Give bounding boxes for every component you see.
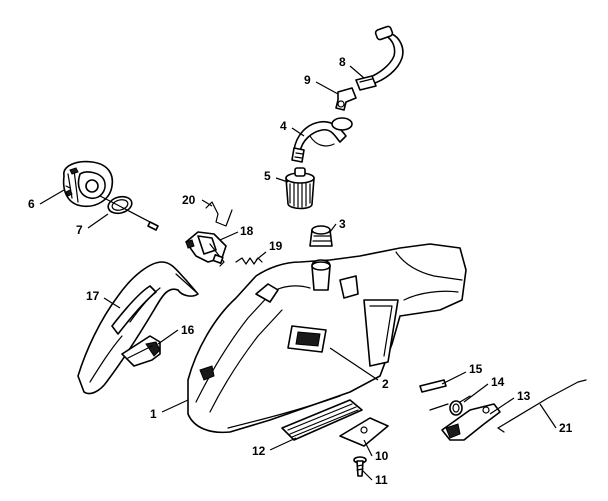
part-16-lever-piece <box>121 335 161 367</box>
part-11-screw <box>353 456 367 477</box>
part-10-cover-plate <box>339 417 389 447</box>
callout-4: 4 <box>280 119 287 133</box>
callout-10: 10 <box>375 449 389 463</box>
part-1-main-housing <box>187 243 467 434</box>
part-18-throttle-lever <box>185 231 227 267</box>
callout-14: 14 <box>491 375 505 389</box>
part-14-torsion-spring <box>429 395 471 416</box>
callout-15: 15 <box>469 362 483 376</box>
part-15-pin <box>419 379 447 393</box>
callout-8: 8 <box>339 55 346 69</box>
callout-1: 1 <box>150 407 157 421</box>
part-9-elbow-fitting <box>335 87 357 111</box>
callout-18: 18 <box>240 224 254 238</box>
callout-21: 21 <box>559 421 573 435</box>
callout-16: 16 <box>181 323 195 337</box>
callout-20: 20 <box>182 193 196 207</box>
callout-labels: 1 2 3 4 5 6 7 8 9 10 11 12 13 14 15 16 1… <box>28 55 573 487</box>
part-6-cap-assembly <box>62 160 114 208</box>
callout-9: 9 <box>304 73 311 87</box>
callout-5: 5 <box>264 169 271 183</box>
part-20-spring-clip <box>205 201 233 227</box>
part-3-valve <box>309 225 333 247</box>
callout-6: 6 <box>28 197 35 211</box>
callout-3: 3 <box>339 217 346 231</box>
callout-19: 19 <box>269 239 283 253</box>
leader-lines <box>39 65 557 481</box>
part-8-fuel-pipe <box>355 25 404 91</box>
callout-12: 12 <box>252 444 266 458</box>
part-5-fuel-filter <box>285 167 315 210</box>
callout-7: 7 <box>76 223 83 237</box>
callout-11: 11 <box>375 473 388 487</box>
callout-17: 17 <box>86 289 100 303</box>
part-13-trigger <box>441 403 501 441</box>
callout-2: 2 <box>382 377 389 391</box>
part-4-fuel-hose <box>291 117 353 163</box>
part-7-o-ring <box>99 195 159 231</box>
callout-13: 13 <box>517 389 531 403</box>
part-12-pad <box>281 399 363 441</box>
part-21-rod <box>497 379 587 433</box>
part-17-handle-cover <box>77 261 199 395</box>
